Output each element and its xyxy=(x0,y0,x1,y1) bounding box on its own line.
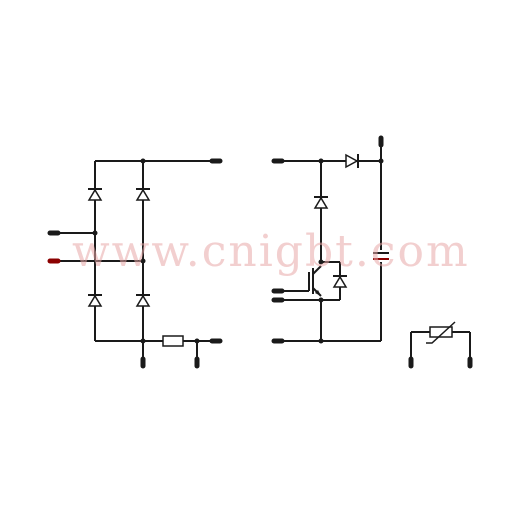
diode-icon xyxy=(87,188,103,201)
diode-icon xyxy=(135,294,151,307)
brake-chopper xyxy=(271,135,389,344)
rectifier-bridge xyxy=(47,158,223,369)
diode-icon xyxy=(135,188,151,201)
diode-icon xyxy=(332,275,348,288)
ntc-thermistor xyxy=(408,321,473,369)
igbt-icon xyxy=(308,265,322,297)
diode-icon xyxy=(313,196,329,209)
thermistor-ntc-icon xyxy=(426,321,456,344)
resistor-icon xyxy=(162,335,184,347)
capacitor-icon xyxy=(373,250,389,262)
diode-icon xyxy=(345,153,359,169)
diode-icon xyxy=(87,294,103,307)
